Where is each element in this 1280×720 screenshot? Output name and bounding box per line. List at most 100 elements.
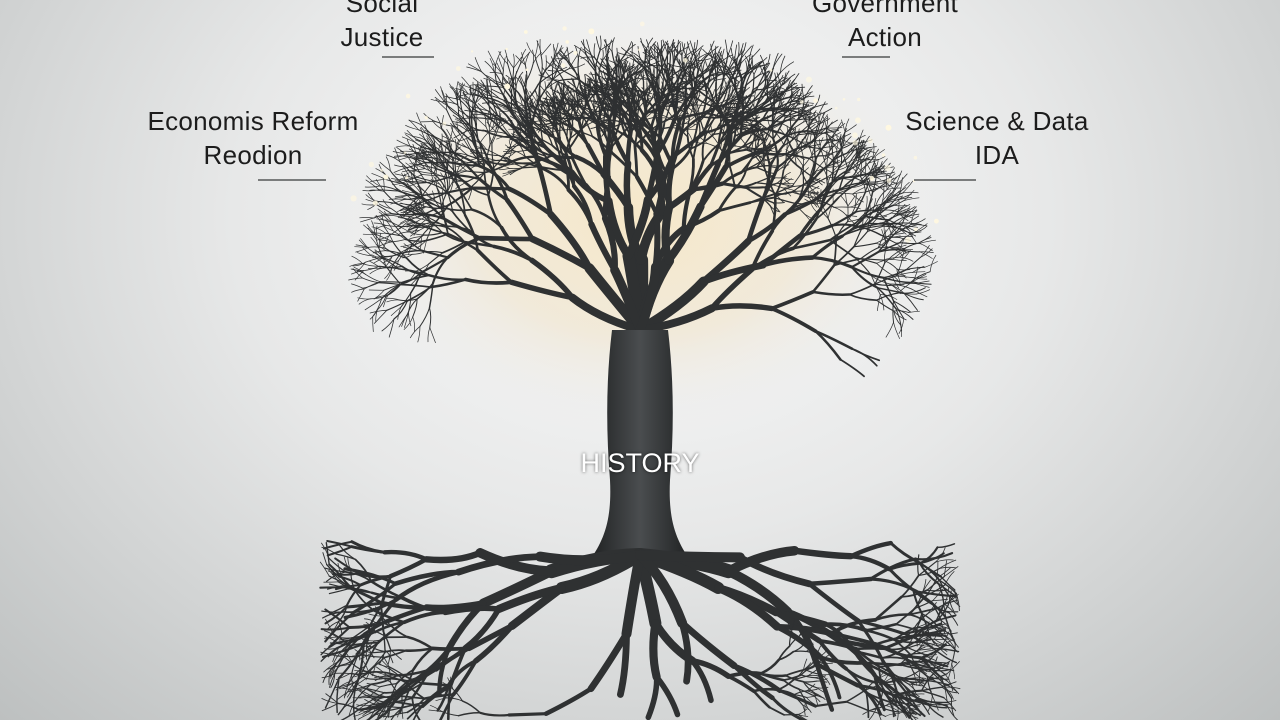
canopy-branch [684,116,696,124]
canopy-branch [467,129,481,144]
canopy-branch [648,51,651,70]
canopy-branch [495,117,505,130]
root-branch [907,690,920,698]
canopy-branch [848,283,876,296]
canopy-branch [558,81,562,95]
canopy-branch [783,178,792,184]
canopy-branch [412,202,429,207]
canopy-branch [640,41,650,53]
canopy-branch [661,40,669,54]
root-branch [352,631,376,639]
canopy-branch [402,217,423,227]
canopy-branch [355,247,369,253]
canopy-branch [893,310,901,326]
canopy-branch [585,82,598,90]
canopy-branch [813,112,819,126]
canopy-branch [357,288,365,302]
canopy-branch [560,94,566,107]
canopy-branch [881,225,903,230]
root-branch [324,608,351,629]
root-branch [442,682,454,690]
canopy-branch [901,224,919,230]
canopy-branch [521,110,529,124]
canopy-branch [725,97,733,116]
canopy-branch [893,300,912,313]
canopy-branch [745,74,761,86]
canopy-branch [658,64,664,78]
canopy-branch [633,87,638,103]
root-branch [921,612,937,626]
canopy-branch [855,210,879,224]
canopy-branch [650,46,663,57]
canopy-branch [416,215,431,222]
canopy-branch [764,68,767,89]
canopy-branch [811,148,821,156]
canopy-branch [759,54,766,70]
canopy-branch [896,210,914,213]
canopy-branch [601,51,610,62]
root-branch [937,700,957,704]
canopy-branch [467,63,482,73]
canopy-branch [920,248,933,258]
root-branch [937,702,955,710]
canopy-branch [755,176,772,184]
canopy-light [769,68,773,72]
canopy-branch [867,218,877,232]
canopy-light [470,50,474,53]
canopy-branch [663,92,671,107]
canopy-branch [806,191,820,196]
root-branch [802,681,815,694]
canopy-branch [904,225,919,228]
canopy-branch [841,151,854,164]
canopy-branch [541,130,560,141]
root-branch [856,619,905,636]
canopy-branch [825,127,843,129]
canopy-branch [375,239,383,258]
canopy-branch [835,221,849,239]
canopy-branch [770,184,785,189]
canopy-branch [734,44,738,62]
canopy-branch [826,149,831,169]
canopy-branch [673,89,684,95]
canopy-branch [593,81,596,94]
canopy-branch [875,207,883,220]
root-branch [352,686,357,720]
canopy-branch [573,90,576,105]
canopy-branch [620,47,633,57]
root-branch [803,662,812,671]
canopy-branch [509,104,523,111]
root-branch [367,707,376,720]
canopy-branch [616,53,627,69]
root-branch [325,542,330,566]
canopy-branch [452,211,470,232]
canopy-branch [489,72,502,74]
canopy-branch [406,221,418,225]
canopy-branch [673,82,686,89]
canopy-branch [901,248,906,262]
canopy-branch [791,191,808,196]
root-branch [368,696,389,704]
canopy-branch [762,89,771,101]
canopy-branch [401,136,416,143]
canopy-branch [474,84,491,95]
canopy-branch [626,98,629,112]
canopy-branch [696,91,701,105]
root-branch [329,664,342,677]
canopy-branch [583,117,594,138]
canopy-branch [745,153,756,171]
root-branch [926,675,933,697]
canopy-branch [685,48,697,57]
canopy-branch [814,142,828,161]
canopy-branch [660,91,671,99]
canopy-branch [734,168,748,189]
canopy-branch [419,223,432,231]
root-branch [397,704,403,718]
root-branch [919,653,933,656]
canopy-light [442,121,447,126]
canopy-branch [468,118,475,144]
canopy-branch [373,222,387,226]
canopy-branch [758,62,765,76]
canopy-branch [836,149,840,169]
canopy-branch [685,105,690,121]
canopy-branch [620,93,631,108]
